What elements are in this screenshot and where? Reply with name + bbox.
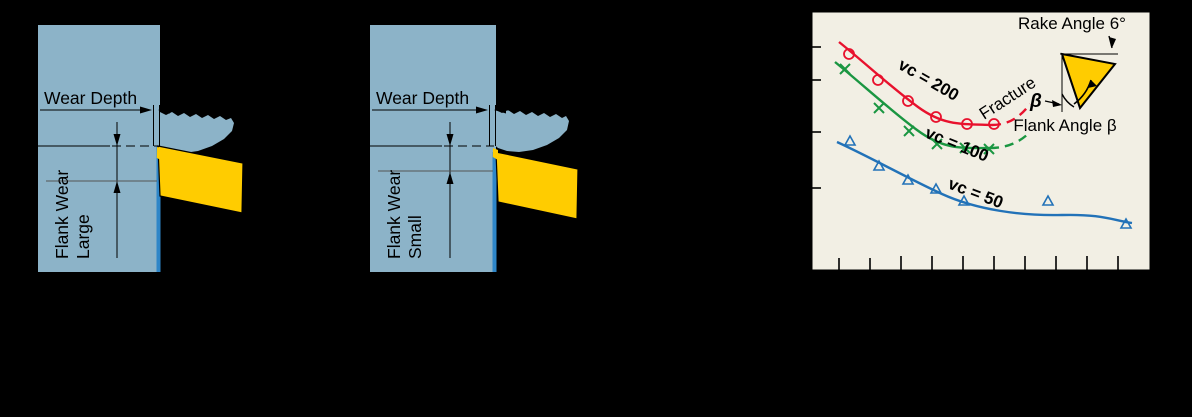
flank-angle-label: Flank Angle β (1013, 116, 1117, 135)
tool-edge-sliver (492, 148, 498, 160)
diagram-small-flank-wear: Wear Depth Flank Wear Small (330, 0, 670, 280)
rake-angle-leader (1108, 35, 1113, 49)
series-line-vc50 (836, 140, 1133, 225)
flank-wear-land (492, 152, 497, 272)
chip-curl (486, 110, 569, 152)
beta-leader-arrow (1052, 100, 1062, 107)
flank-wear-arrow-bottom (446, 172, 454, 184)
series-line-vc200-fracture (991, 103, 1031, 127)
series-markers-vc100 (839, 63, 995, 155)
wear-depth-arrow-right (494, 106, 506, 114)
flank-wear-arrow-top (446, 134, 454, 146)
flank-wear-label-line1: Large (73, 214, 93, 259)
flank-wear-label-line1: Small (405, 215, 425, 259)
chart-plot-area (812, 12, 1150, 270)
cutting-tool-insert (157, 145, 244, 214)
workpiece-block (370, 25, 496, 272)
wear-depth-arrow-right (158, 106, 170, 114)
tool-life-chart: vc = 200 vc = 100 vc = 50 Fracture Rake … (812, 12, 1152, 272)
diagram-large-flank-wear: Wear Depth Flank Wear Large (0, 0, 330, 280)
wear-depth-arrow-left (476, 106, 488, 114)
beta-angle-arc (1061, 93, 1075, 108)
wear-depth-label: Wear Depth (44, 88, 137, 108)
y-axis-ticks (812, 46, 821, 189)
rake-angle-label: Rake Angle 6° (1018, 14, 1126, 33)
flank-wear-arrow-top (113, 134, 121, 146)
flank-wear-land (156, 146, 161, 272)
flank-angle-arrowhead (1088, 80, 1097, 88)
tool-edge-sliver (156, 147, 161, 160)
flank-wear-label-line2: Flank Wear (384, 170, 404, 259)
workpiece-block (38, 25, 160, 272)
flank-wear-arrow-bottom (113, 181, 121, 193)
rake-angle-arrow (1109, 37, 1116, 48)
series-markers-vc50 (843, 134, 1133, 229)
wear-depth-arrow-left (140, 106, 152, 114)
cutting-tool-insert (495, 151, 579, 220)
flank-wear-label-line2: Flank Wear (52, 170, 72, 259)
series-line-vc100-fracture (989, 133, 1029, 150)
tool-insert-inset (1060, 52, 1117, 111)
chart-frame (812, 12, 1151, 271)
large-flank-wear-svg: Wear Depth Flank Wear Large (38, 25, 244, 272)
series-markers-vc200 (843, 48, 1000, 130)
x-axis-ticks (838, 256, 1119, 270)
chip-curl (151, 112, 234, 153)
small-flank-wear-svg: Wear Depth Flank Wear Small (370, 25, 579, 272)
beta-symbol: β (1029, 91, 1042, 112)
wear-depth-label: Wear Depth (376, 88, 469, 108)
tool-life-chart-svg: vc = 200 vc = 100 vc = 50 Fracture Rake … (812, 12, 1151, 271)
series-line-vc200 (838, 41, 993, 127)
